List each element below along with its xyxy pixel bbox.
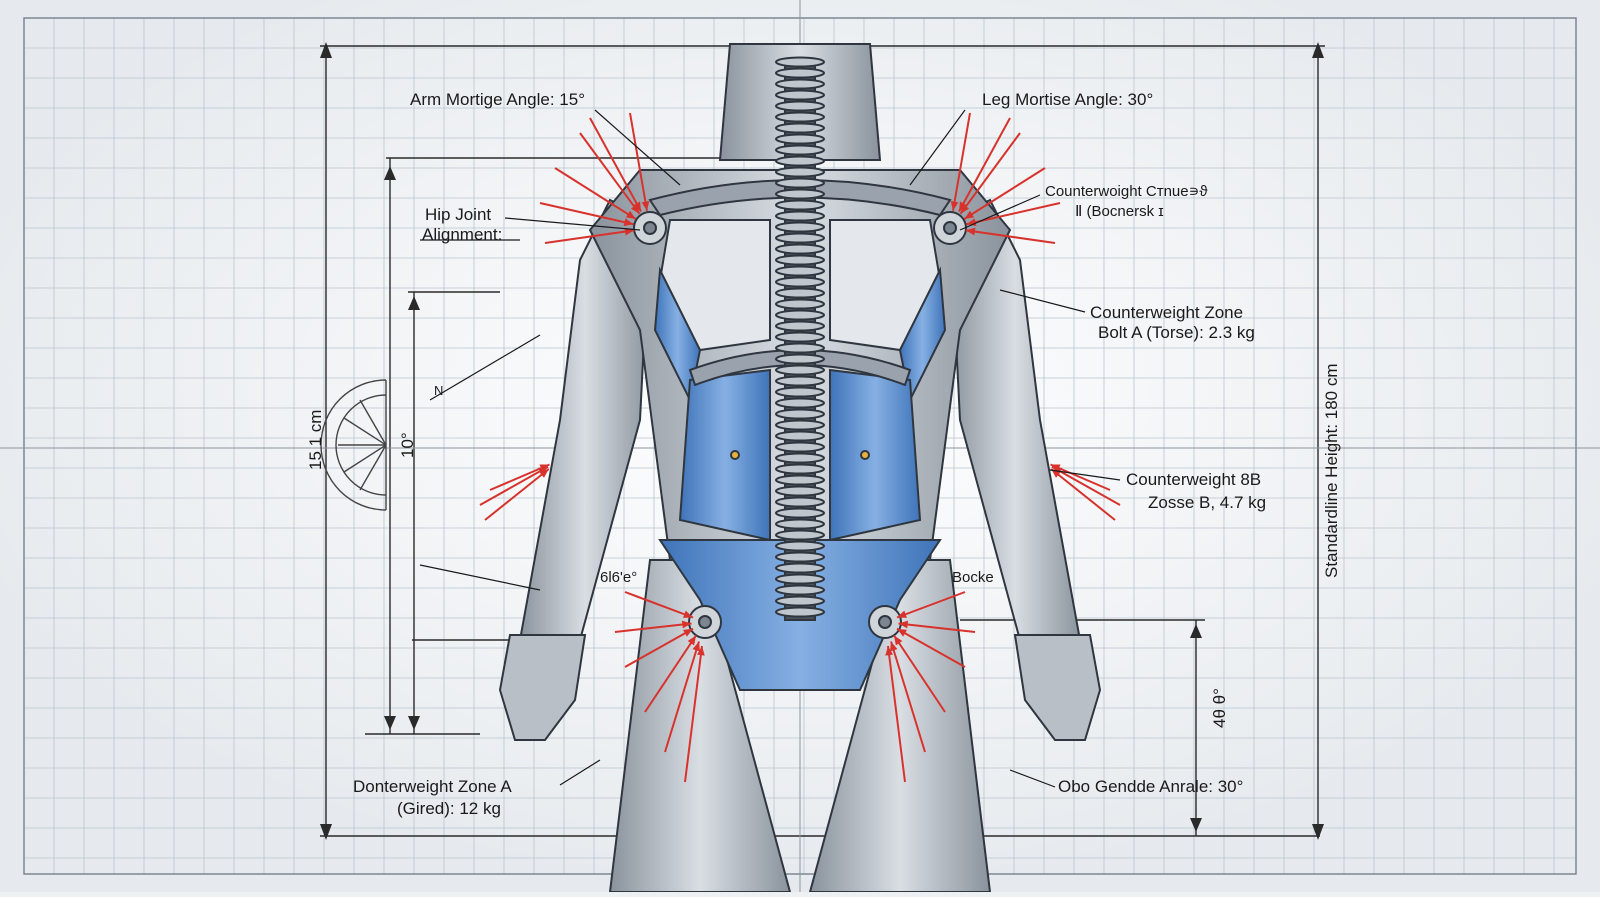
left-hand [498,634,587,741]
hip-joint-label-line1: Hip Joint [425,205,492,224]
dimension-arrowheads [320,42,1324,840]
joints [633,211,967,639]
leader-lines [419,109,1121,788]
left-blue-panel [678,368,771,542]
protractor-value-label: 10° [398,432,417,458]
counterweight-b-label-line1: Counterweight 8B [1126,470,1262,489]
counterweight-b-label-line2: Zosse B, 4.7 kg [1148,493,1267,512]
right-hand [1013,634,1102,741]
left-chest-plate [658,219,771,352]
force-arrows [479,112,1121,783]
leg-mortise-angle-label: Leg Mortise Angle: 30° [982,90,1154,109]
arm-mortise-angle-label: Arm Mortige Angle: 15° [410,90,585,109]
spine-coil [775,56,825,621]
right-small-label: Bocke [952,569,994,586]
right-chest-plate [829,219,942,352]
counterweight-top-label-line2: Ⅱ (Bocnersk ɪ [1075,203,1164,220]
hip-joint-label-line2: Alignment: [422,225,503,244]
counterweight-top-label-line1: Counterwoight Cтnue∍ϑ [1045,183,1208,200]
small-mark-label: N [434,383,444,398]
counterweight-a-label-line1: Donterweight Zone A [353,777,512,796]
counterweight-a-label-line2: (Gired): 12 kg [397,799,501,818]
lower-right-dimension-label: 4θ θ° [1210,688,1229,728]
right-blue-panel [829,368,922,542]
bottom-right-angle-label: Obo Gendde Anrale: 30° [1058,777,1244,796]
counterweight-zone-label-line1: Counterweight Zone [1090,303,1244,322]
standard-height-label: Standardline Height: 180 cm [1322,363,1341,578]
counterweight-zone-label-line2: Bolt A (Torse): 2.3 kg [1098,323,1255,342]
left-dimension-label: 15 1 cm [306,409,325,470]
protractor [320,379,387,511]
left-angle-label: 6l6'e° [600,569,638,586]
